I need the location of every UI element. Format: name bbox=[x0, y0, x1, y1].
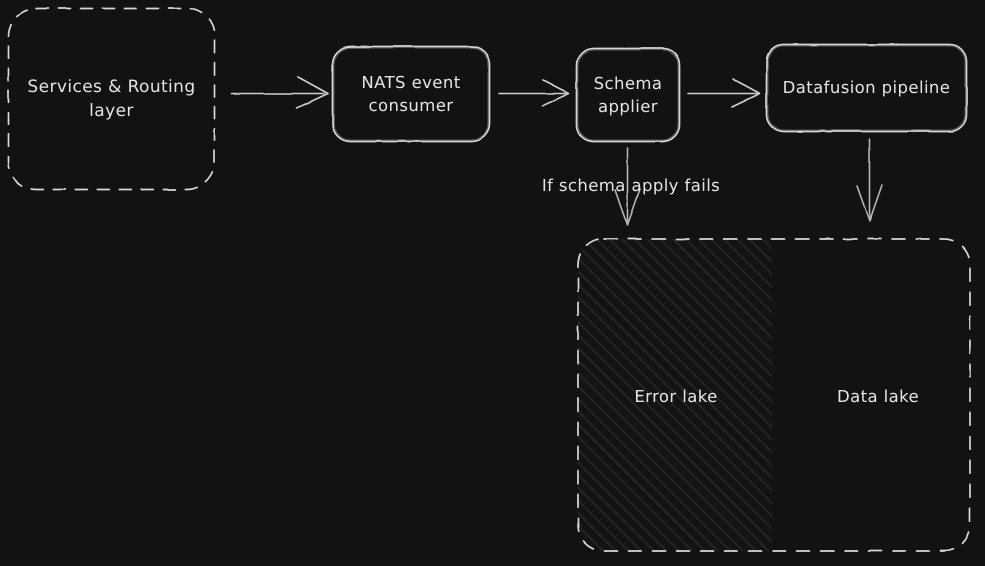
edge-datafusion-to-data-lake[interactable] bbox=[856, 138, 883, 222]
edge-schema-to-error-lake[interactable] bbox=[614, 147, 641, 226]
region-lake-container[interactable] bbox=[577, 238, 971, 552]
node-nats-event-consumer-shape[interactable] bbox=[331, 45, 491, 143]
edge-services-to-nats[interactable] bbox=[230, 76, 329, 109]
node-schema-applier-shape[interactable] bbox=[575, 47, 681, 143]
node-services-routing-layer-shape[interactable] bbox=[7, 7, 216, 191]
node-datafusion-pipeline-shape[interactable] bbox=[765, 43, 968, 133]
edge-nats-to-schema[interactable] bbox=[498, 79, 570, 107]
edge-schema-to-datafusion[interactable] bbox=[687, 78, 761, 108]
error-lake-hatch-fill bbox=[578, 239, 772, 551]
